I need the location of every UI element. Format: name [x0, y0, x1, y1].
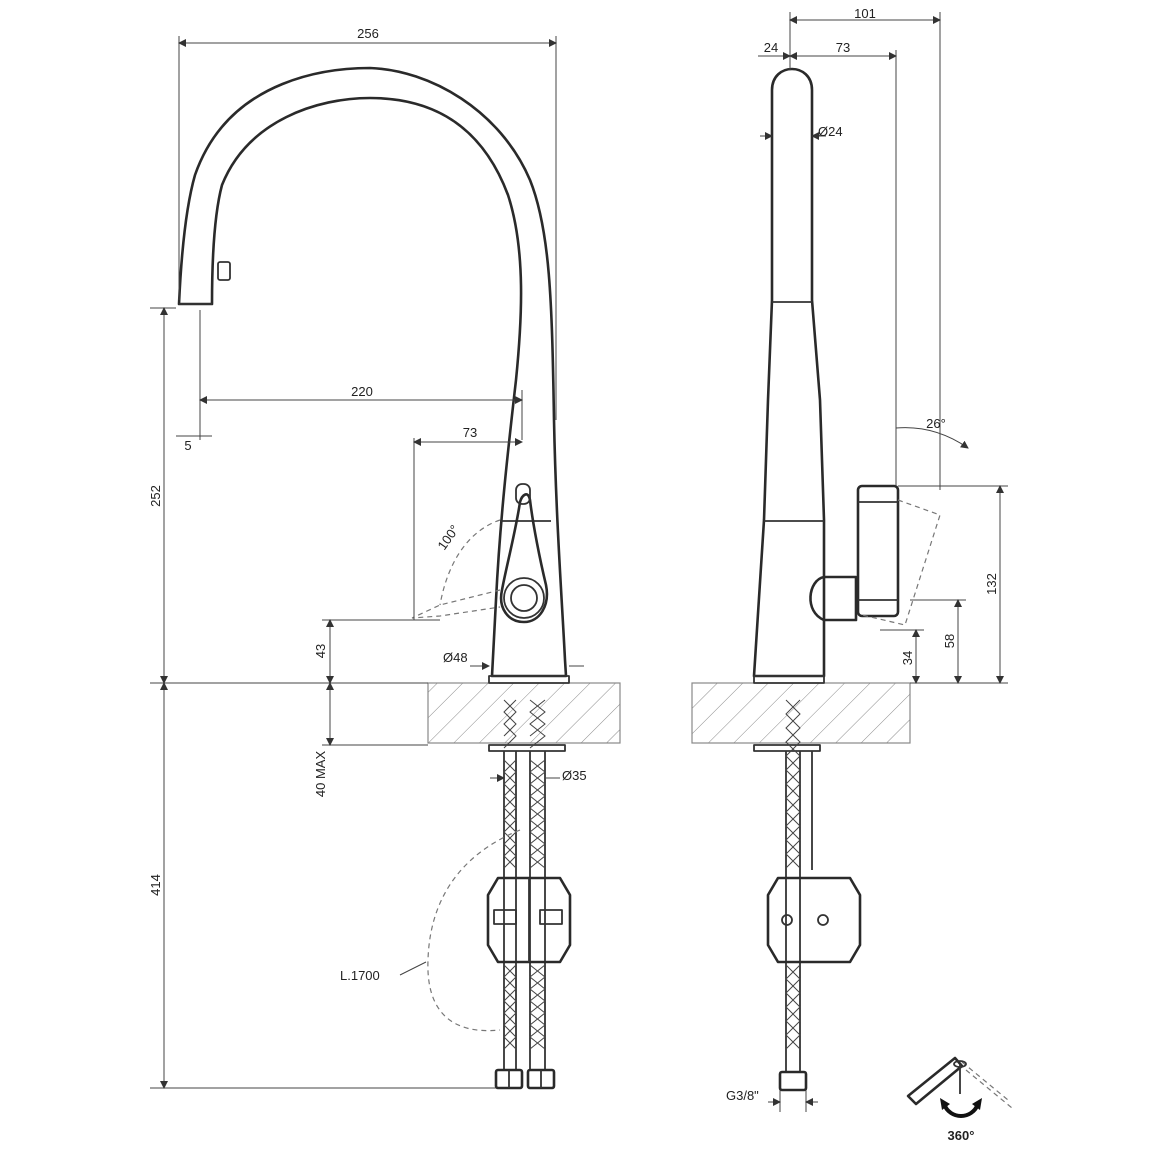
front-counterweight [486, 876, 572, 964]
dim-base-diameter: Ø48 [443, 650, 468, 665]
front-view: 256 220 73 5 100° 252 43 Ø48 40 MAX 414 … [148, 26, 621, 1090]
front-handle[interactable] [499, 493, 549, 624]
dim-body-diameter: Ø24 [818, 124, 843, 139]
side-view: 101 24 73 Ø24 26° 132 58 34 G3/8" [691, 6, 1008, 1112]
dim-hose-length: L.1700 [340, 968, 380, 983]
dim-side-total: 101 [854, 6, 876, 21]
dim-lever-h132: 132 [984, 573, 999, 595]
dim-outlet-gap: 5 [184, 438, 191, 453]
side-body[interactable] [752, 67, 826, 678]
dim-handle-offset: 73 [463, 425, 477, 440]
dim-below-length: 414 [148, 874, 163, 896]
rotate-arrow-icon [942, 1103, 980, 1118]
rotation-label: 360° [948, 1128, 975, 1143]
dim-lever-h58: 58 [942, 634, 957, 648]
rotation-symbol: 360° [906, 1056, 1013, 1143]
dim-overall-width: 256 [357, 26, 379, 41]
dim-lever-angle: 26° [926, 416, 946, 431]
front-handle-open-ghost [411, 589, 501, 619]
front-dimension-lines [150, 36, 584, 1089]
dim-side-right: 73 [836, 40, 850, 55]
front-countertop-section [427, 682, 621, 744]
dim-spout-reach: 220 [351, 384, 373, 399]
side-lever-open-ghost [861, 499, 941, 626]
dim-thread: G3/8" [726, 1088, 759, 1103]
dim-handle-height: 43 [313, 644, 328, 658]
dim-deck-thickness: 40 MAX [313, 751, 328, 798]
dim-side-left: 24 [764, 40, 778, 55]
front-spout [177, 66, 568, 678]
dim-spout-height: 252 [148, 485, 163, 507]
side-lever[interactable] [809, 575, 858, 622]
side-counterweight [766, 876, 862, 964]
front-pullout-hose [427, 829, 521, 1032]
dim-lever-h34: 34 [900, 651, 915, 665]
dim-handle-angle: 100° [434, 522, 462, 553]
side-dimension-lines [758, 12, 1008, 1112]
side-countertop-section [691, 682, 911, 744]
dim-hole-diameter: Ø35 [562, 768, 587, 783]
